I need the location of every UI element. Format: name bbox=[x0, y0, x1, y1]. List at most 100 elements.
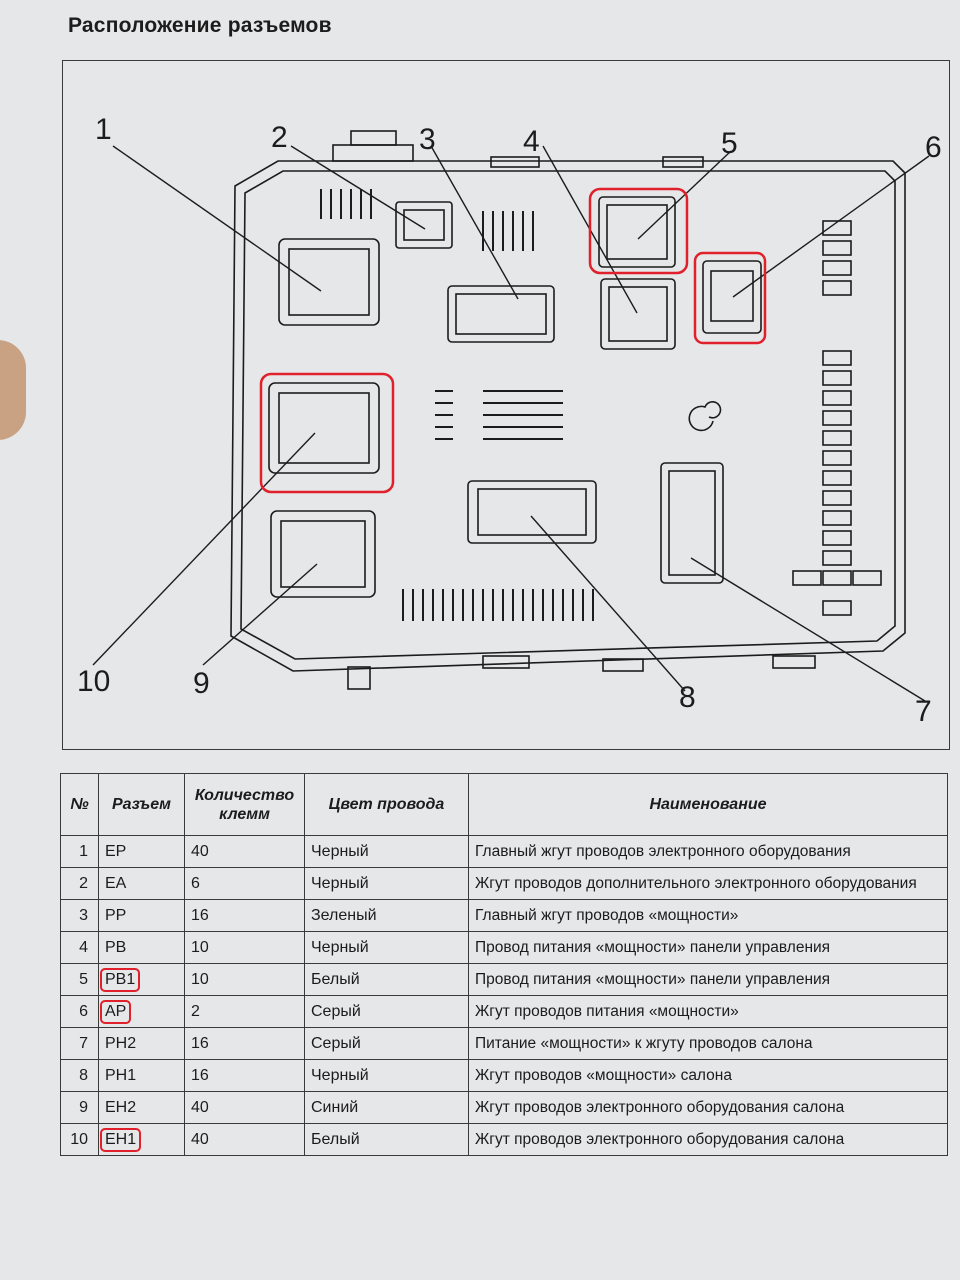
row-connector: PB bbox=[98, 931, 185, 964]
connector-table: № Разъем Количество клемм Цвет провода Н… bbox=[60, 773, 948, 1156]
row-color: Синий bbox=[304, 1091, 469, 1124]
row-no: 6 bbox=[60, 995, 99, 1028]
highlight-connector-5 bbox=[588, 187, 689, 275]
row-connector: EH2 bbox=[98, 1091, 185, 1124]
row-connector: EP bbox=[98, 835, 185, 868]
row-terminals: 10 bbox=[184, 963, 305, 996]
thumb-decoration bbox=[0, 340, 26, 440]
row-name: Главный жгут проводов «мощности» bbox=[468, 899, 948, 932]
row-terminals: 40 bbox=[184, 1123, 305, 1156]
fuse-column bbox=[792, 220, 882, 616]
row-name: Провод питания «мощности» панели управле… bbox=[468, 963, 948, 996]
row-terminals: 16 bbox=[184, 1059, 305, 1092]
highlighted-connector-code: AP bbox=[100, 999, 132, 1024]
row-name: Питание «мощности» к жгуту проводов сало… bbox=[468, 1027, 948, 1060]
label-3: 3 bbox=[419, 123, 436, 156]
row-terminals: 2 bbox=[184, 995, 305, 1028]
row-terminals: 40 bbox=[184, 835, 305, 868]
row-no: 8 bbox=[60, 1059, 99, 1092]
row-terminals: 10 bbox=[184, 931, 305, 964]
row-color: Черный bbox=[304, 1059, 469, 1092]
label-4: 4 bbox=[523, 125, 540, 158]
label-8: 8 bbox=[679, 681, 696, 714]
label-9: 9 bbox=[193, 667, 210, 700]
row-terminals: 16 bbox=[184, 899, 305, 932]
label-1: 1 bbox=[95, 113, 112, 146]
highlighted-connector-code: PB1 bbox=[100, 967, 141, 992]
housing-inner-outline bbox=[240, 170, 896, 660]
row-color: Черный bbox=[304, 867, 469, 900]
highlighted-connector-code: EH1 bbox=[100, 1127, 142, 1152]
row-name: Жгут проводов дополнительного электронно… bbox=[468, 867, 948, 900]
row-color: Серый bbox=[304, 995, 469, 1028]
row-no: 3 bbox=[60, 899, 99, 932]
row-connector: PH2 bbox=[98, 1027, 185, 1060]
row-color: Серый bbox=[304, 1027, 469, 1060]
row-name: Жгут проводов электронного оборудования … bbox=[468, 1123, 948, 1156]
header-terminals: Количество клемм bbox=[184, 773, 305, 836]
row-color: Белый bbox=[304, 963, 469, 996]
row-name: Главный жгут проводов электронного обору… bbox=[468, 835, 948, 868]
connector-1-shape bbox=[278, 238, 380, 326]
label-10: 10 bbox=[77, 665, 110, 698]
row-name: Жгут проводов питания «мощности» bbox=[468, 995, 948, 1028]
fuse-box-drawing: 1 2 3 4 5 6 7 8 9 10 bbox=[77, 113, 942, 728]
row-connector: PB1 bbox=[98, 963, 185, 996]
vent-slots bbox=[320, 189, 594, 621]
connector-5-shape bbox=[598, 196, 676, 268]
table-header-row: № Разъем Количество клемм Цвет провода Н… bbox=[60, 773, 948, 836]
connector-7-shape bbox=[660, 462, 724, 584]
row-no: 7 bbox=[60, 1027, 99, 1060]
row-name: Жгут проводов «мощности» салона bbox=[468, 1059, 948, 1092]
row-connector: PP bbox=[98, 899, 185, 932]
page-title: Расположение разъемов bbox=[68, 14, 332, 37]
row-color: Черный bbox=[304, 835, 469, 868]
header-no: № bbox=[60, 773, 99, 836]
leader-lines bbox=[92, 145, 930, 702]
highlight-connector-10 bbox=[259, 372, 395, 494]
connector-4-shape bbox=[600, 278, 676, 350]
row-connector: EA bbox=[98, 867, 185, 900]
connector-6-shape bbox=[702, 260, 762, 334]
row-color: Черный bbox=[304, 931, 469, 964]
row-color: Зеленый bbox=[304, 899, 469, 932]
row-no: 4 bbox=[60, 931, 99, 964]
connector-table-wrap: № Разъем Количество клемм Цвет провода Н… bbox=[60, 773, 948, 1156]
header-color: Цвет провода bbox=[304, 773, 469, 836]
header-name: Наименование bbox=[468, 773, 948, 836]
connector-diagram: 1 2 3 4 5 6 7 8 9 10 bbox=[62, 60, 950, 750]
row-no: 5 bbox=[60, 963, 99, 996]
connector-2-shape bbox=[395, 201, 453, 249]
connector-9-shape bbox=[270, 510, 376, 598]
housing-outline bbox=[230, 160, 906, 672]
row-connector: EH1 bbox=[98, 1123, 185, 1156]
row-no: 1 bbox=[60, 835, 99, 868]
row-name: Жгут проводов электронного оборудования … bbox=[468, 1091, 948, 1124]
row-no: 2 bbox=[60, 867, 99, 900]
row-name: Провод питания «мощности» панели управле… bbox=[468, 931, 948, 964]
label-5: 5 bbox=[721, 127, 738, 160]
label-7: 7 bbox=[915, 695, 932, 728]
connector-3-shape bbox=[447, 285, 555, 343]
label-6: 6 bbox=[925, 131, 942, 164]
row-terminals: 40 bbox=[184, 1091, 305, 1124]
header-connector: Разъем bbox=[98, 773, 185, 836]
row-no: 9 bbox=[60, 1091, 99, 1124]
row-color: Белый bbox=[304, 1123, 469, 1156]
row-no: 10 bbox=[60, 1123, 99, 1156]
row-connector: AP bbox=[98, 995, 185, 1028]
row-connector: PH1 bbox=[98, 1059, 185, 1092]
connector-8-shape bbox=[467, 480, 597, 544]
connector-10-shape bbox=[268, 382, 380, 474]
